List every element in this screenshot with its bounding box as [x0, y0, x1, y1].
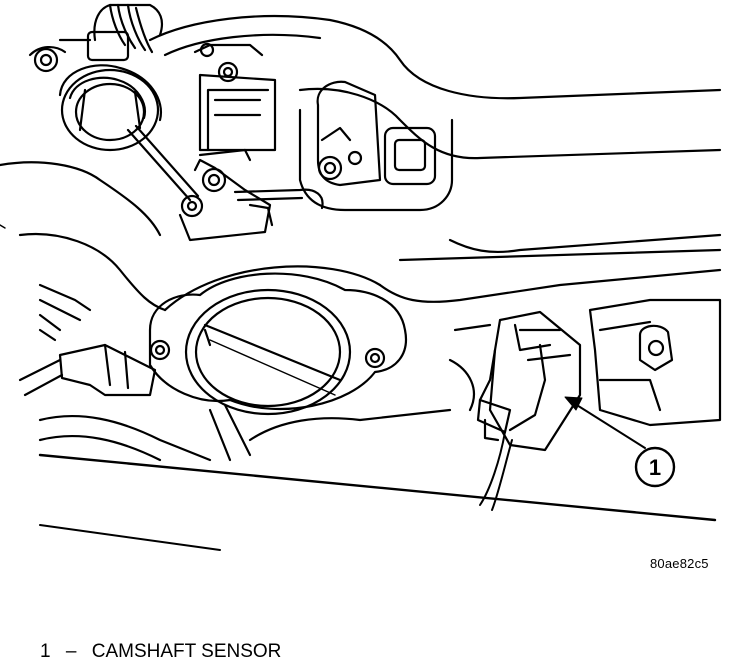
callout-bubble-1: 1 [634, 446, 676, 488]
upper-left-pulley [33, 47, 163, 152]
section-lines [0, 224, 717, 551]
actuator-motor [193, 42, 277, 152]
legend-number: 1 [40, 641, 51, 662]
camshaft-sensor-assembly [476, 310, 582, 511]
bracket-bolt-right [316, 80, 437, 187]
throttle-linkage [126, 124, 324, 242]
callout-leader-arrow [564, 396, 646, 449]
lower-manifold [38, 323, 492, 462]
legend-item: 1 – CAMSHAFT SENSOR [40, 641, 281, 663]
intake-plenum [0, 14, 722, 312]
left-sensor-mount [18, 283, 157, 397]
legend-label: CAMSHAFT SENSOR [91, 641, 282, 662]
callout-number-1: 1 [649, 455, 661, 480]
upper-wiring-harness [28, 3, 164, 62]
arrow-head [564, 396, 583, 411]
figure-id-code: 80ae82c5 [650, 556, 709, 571]
legend-separator: – [65, 641, 77, 662]
right-cylinder-head [588, 298, 722, 427]
throttle-body-flange [148, 272, 408, 416]
